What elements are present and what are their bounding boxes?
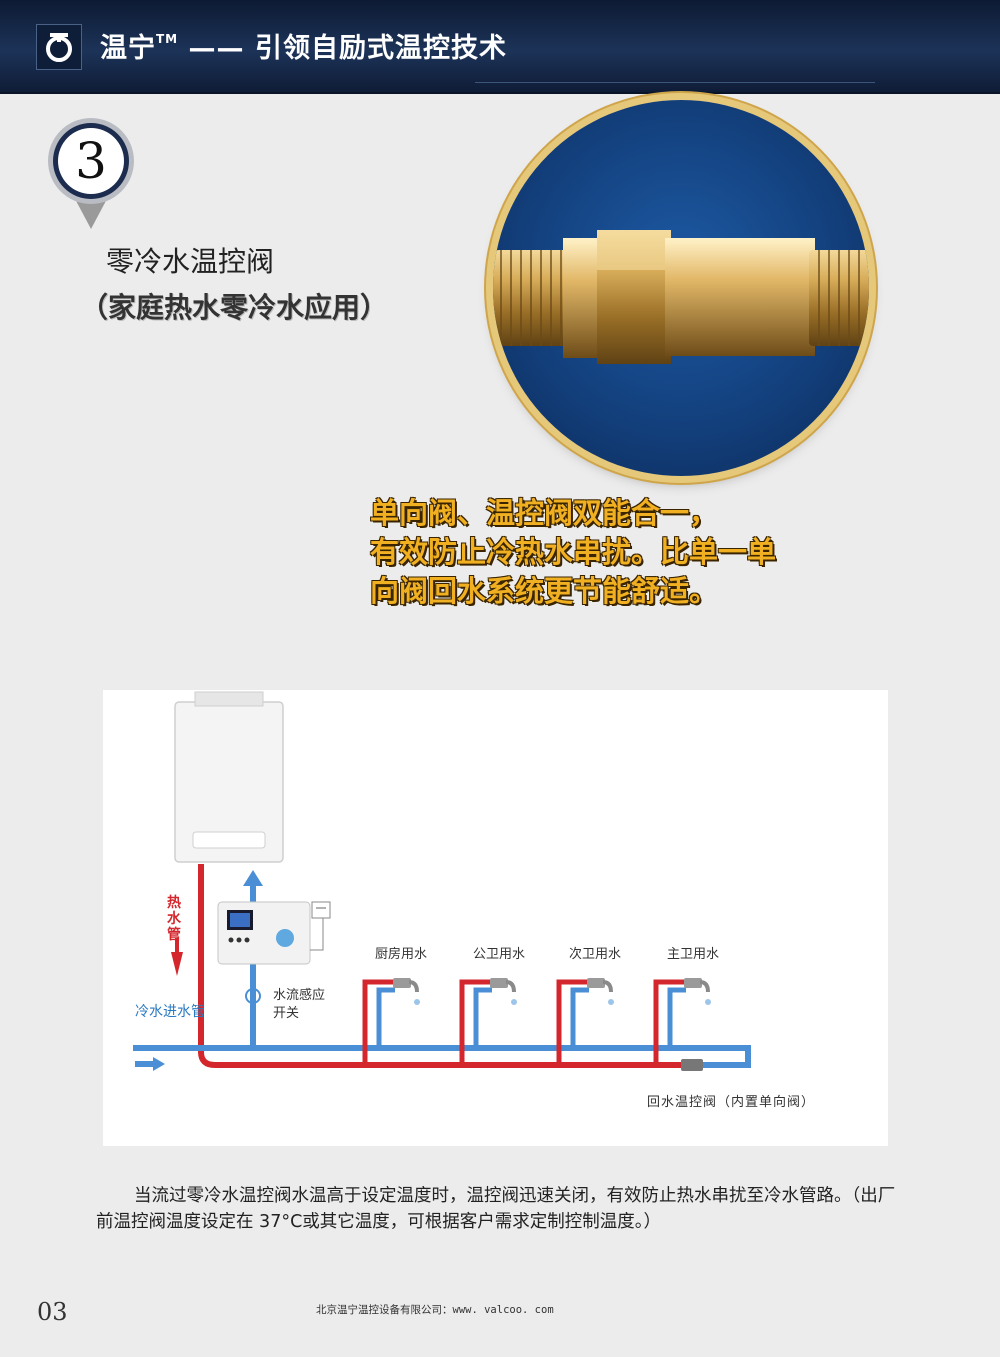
faucet-label-public-bath: 公卫用水	[473, 947, 526, 962]
hot-flow-arrow	[171, 952, 183, 976]
trademark-mark: TM	[156, 32, 179, 46]
header-slogan: —— 引领自励式温控技术	[188, 33, 507, 64]
page-header: 温宁TM —— 引领自励式温控技术	[0, 0, 1000, 94]
company-footer: 北京温宁温控设备有限公司：www. valcoo. com	[316, 1304, 554, 1316]
feature-line: 向阀回水系统更节能舒适。	[370, 574, 719, 608]
faucet-icon	[393, 978, 411, 988]
return-valve-icon	[681, 1059, 703, 1071]
hot-branch-pipe	[653, 979, 686, 1065]
sensor-switch-label: 水流感应开关	[273, 988, 326, 1021]
brass-valve-image	[493, 230, 869, 364]
brand-name: 温宁	[100, 33, 156, 64]
water-heater	[174, 691, 284, 863]
faucet-label-master-bath: 主卫用水	[667, 947, 720, 962]
plumbing-diagram: 热水管 冷水进水管 水流感应开关 厨房用水 公卫用水 次卫用水 主卫用水 回水温…	[103, 690, 888, 1146]
feature-callout: 单向阀、温控阀双能合一， 有效防止冷热水串扰。比单一单 向阀回水系统更节能舒适。	[370, 494, 776, 611]
water-drop-icon	[414, 999, 420, 1005]
header-title: 温宁TM —— 引领自励式温控技术	[100, 26, 507, 65]
water-drop-icon	[511, 999, 517, 1005]
power-switch-icon	[245, 987, 261, 1004]
hot-pipe-label: 热水管	[167, 895, 181, 943]
hot-water-pipe	[198, 864, 745, 1068]
section-number-badge: 3	[44, 117, 138, 233]
inlet-arrow-icon	[153, 1057, 165, 1071]
cold-branch-pipe	[667, 987, 686, 1048]
header-divider	[475, 82, 875, 83]
cold-branch-pipe	[570, 987, 589, 1048]
water-drop-icon	[608, 999, 614, 1005]
hot-branch-pipe	[362, 979, 395, 1065]
faucet-icon	[684, 978, 702, 988]
section-subtitle: （家庭热水零冷水应用）	[80, 291, 389, 324]
valve-logo-icon	[46, 33, 72, 62]
feature-line: 有效防止冷热水串扰。比单一单	[370, 535, 777, 569]
section-title: 零冷水温控阀	[106, 245, 275, 278]
feature-line: 单向阀、温控阀双能合一，	[370, 496, 719, 530]
circulation-pump-controller	[217, 901, 331, 965]
faucet-label-kitchen: 厨房用水	[375, 947, 428, 962]
hot-branch-pipe	[459, 979, 492, 1065]
cold-branch-pipe	[473, 987, 492, 1048]
return-valve-label: 回水温控阀（内置单向阀）	[647, 1095, 816, 1110]
valve-product-photo	[493, 100, 869, 476]
up-arrow-icon	[243, 870, 263, 886]
faucet-icon	[490, 978, 508, 988]
page-number: 03	[37, 1298, 68, 1326]
cold-branch-pipe	[376, 987, 395, 1048]
cold-inlet-label: 冷水进水管	[135, 1004, 205, 1020]
faucet-icon	[587, 978, 605, 988]
section-number: 3	[75, 132, 107, 190]
water-drop-icon	[705, 999, 711, 1005]
hot-branch-pipe	[556, 979, 589, 1065]
faucet-label-second-bath: 次卫用水	[569, 947, 622, 962]
brand-logo	[36, 24, 82, 70]
description-paragraph: 当流过零冷水温控阀水温高于设定温度时，温控阀迅速关闭，有效防止热水串扰至冷水管路…	[96, 1186, 896, 1232]
